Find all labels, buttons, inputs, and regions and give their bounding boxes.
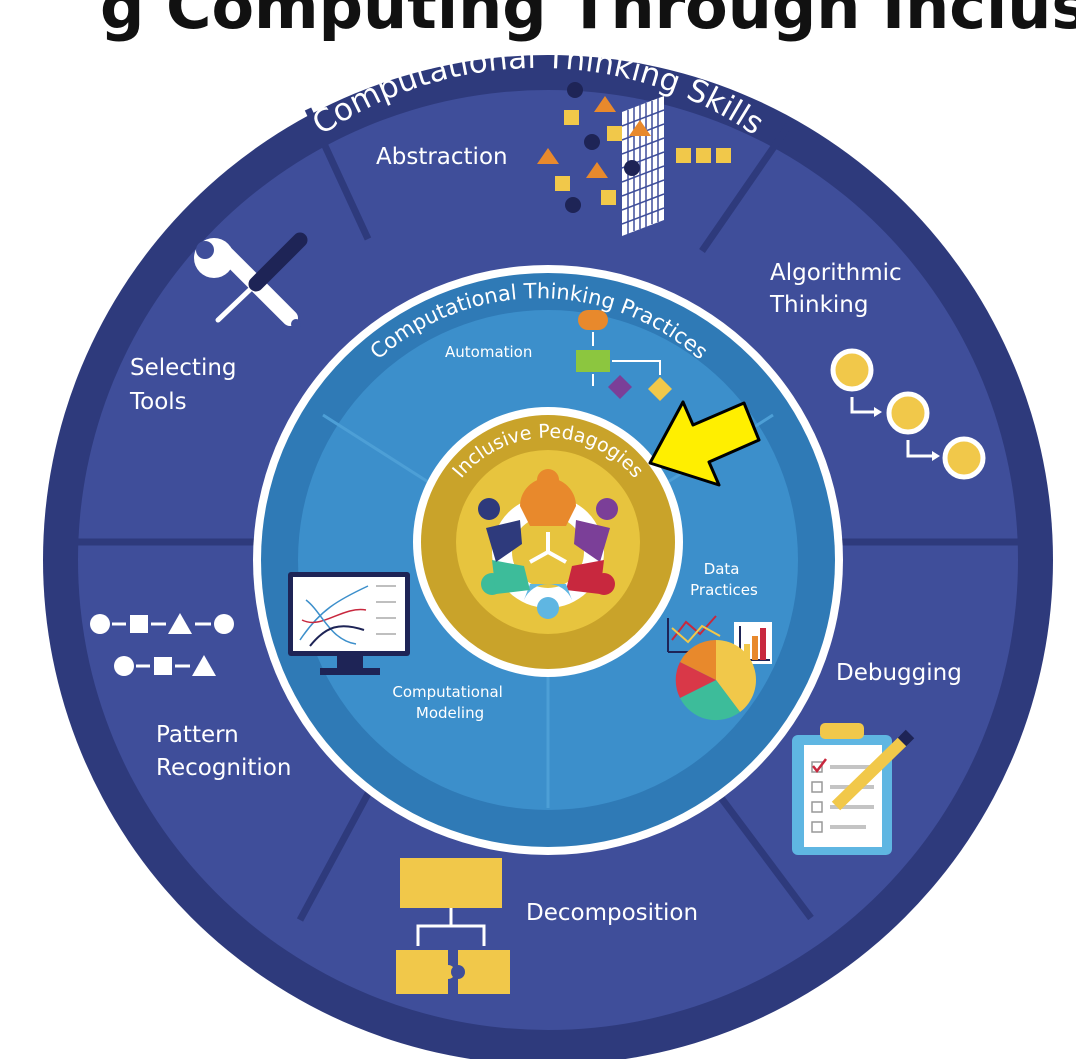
flowchart-icon — [576, 310, 672, 401]
clipboard-checklist-icon — [792, 723, 915, 855]
pattern-shapes-icon — [90, 613, 234, 676]
skill-label-selecting-tools: Selecting Tools — [129, 355, 244, 415]
practice-label-automation: Automation — [445, 343, 532, 361]
skill-label-pattern-recognition: Pattern Recognition — [156, 722, 291, 781]
pie-chart-icon — [675, 639, 757, 721]
skill-label-abstraction: Abstraction — [376, 144, 508, 170]
page-title: g Computing Through Inclusive — [100, 0, 1076, 43]
skill-label-algorithmic-thinking: Algorithmic Thinking — [769, 260, 909, 318]
data-charts-icon — [667, 615, 772, 721]
line-chart-icon — [667, 615, 726, 653]
wrench-screwdriver-icon — [194, 232, 308, 329]
practice-label-computational-modeling: Computational Modeling — [392, 683, 507, 722]
monitor-model-icon — [288, 572, 410, 675]
skill-label-debugging: Debugging — [836, 660, 962, 686]
decomposition-puzzle-icon — [396, 858, 510, 994]
people-circle-icon — [478, 469, 618, 619]
flow-circles-icon — [830, 348, 986, 480]
practice-label-data-practices: Data Practices — [690, 560, 758, 599]
skill-label-decomposition: Decomposition — [526, 900, 698, 926]
annotation-arrow — [648, 400, 761, 487]
abstraction-icon — [537, 82, 731, 236]
